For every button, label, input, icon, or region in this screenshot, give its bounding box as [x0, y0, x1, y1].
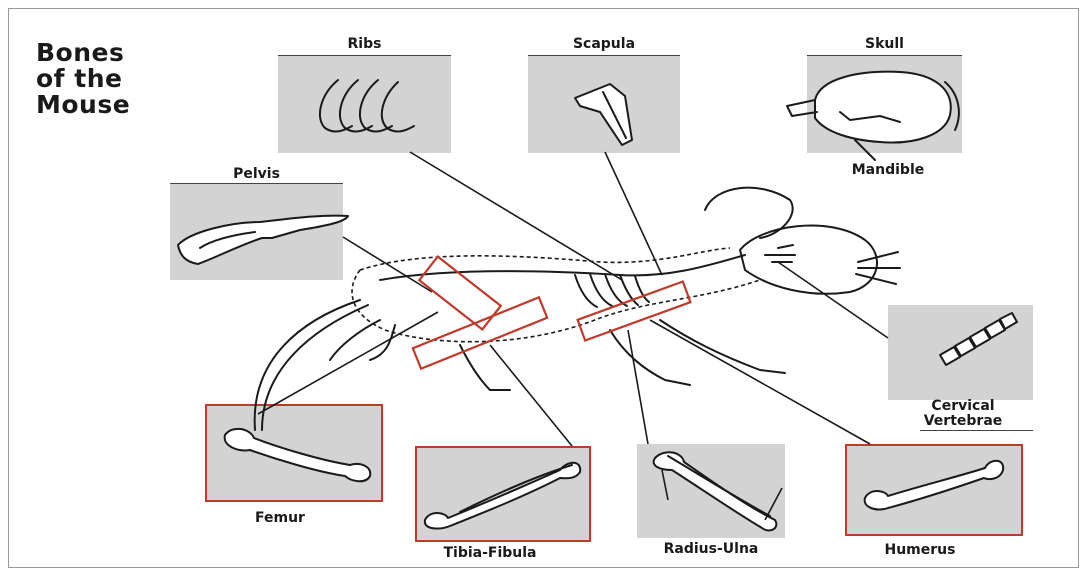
radius-ulna-illustration — [654, 452, 782, 530]
cervical-vertebrae-illustration — [940, 313, 1017, 365]
mouse-ear — [705, 188, 793, 238]
femur-highlight-box — [413, 297, 547, 368]
mouse-ribcage — [575, 274, 649, 307]
femur-illustration — [225, 429, 371, 481]
tibia-fibula-illustration — [425, 463, 580, 529]
mouse-back-outline — [360, 248, 730, 270]
skull-illustration — [787, 72, 959, 160]
scapula-leader-line — [605, 152, 662, 275]
pelvis-illustration — [178, 216, 348, 264]
humerus-illustration — [865, 461, 1004, 510]
mouse-belly-outline — [385, 280, 760, 342]
mouse-skull-teeth — [765, 245, 795, 262]
pelvis-leader-line — [343, 237, 432, 292]
mouse-tail-inner — [262, 305, 368, 430]
mouse-foreleg-right — [660, 320, 785, 373]
mouse-foreleg-left — [610, 330, 690, 385]
mouse-whiskers — [856, 252, 900, 284]
radius-ulna-leader-line — [628, 330, 648, 444]
cervical-leader-line — [778, 262, 888, 338]
humerus-highlight-box — [578, 282, 691, 341]
ribs-illustration — [320, 80, 414, 132]
humerus-leader-line — [650, 320, 870, 444]
tibia-fibula-leader-line — [490, 345, 572, 446]
mouse-hind-leg-front — [460, 345, 510, 390]
radius-ulna-pointer-left — [662, 470, 668, 500]
mouse-skeleton-drawing — [255, 188, 900, 430]
radius-ulna-pointer-right — [765, 488, 782, 520]
scapula-illustration — [575, 84, 632, 145]
